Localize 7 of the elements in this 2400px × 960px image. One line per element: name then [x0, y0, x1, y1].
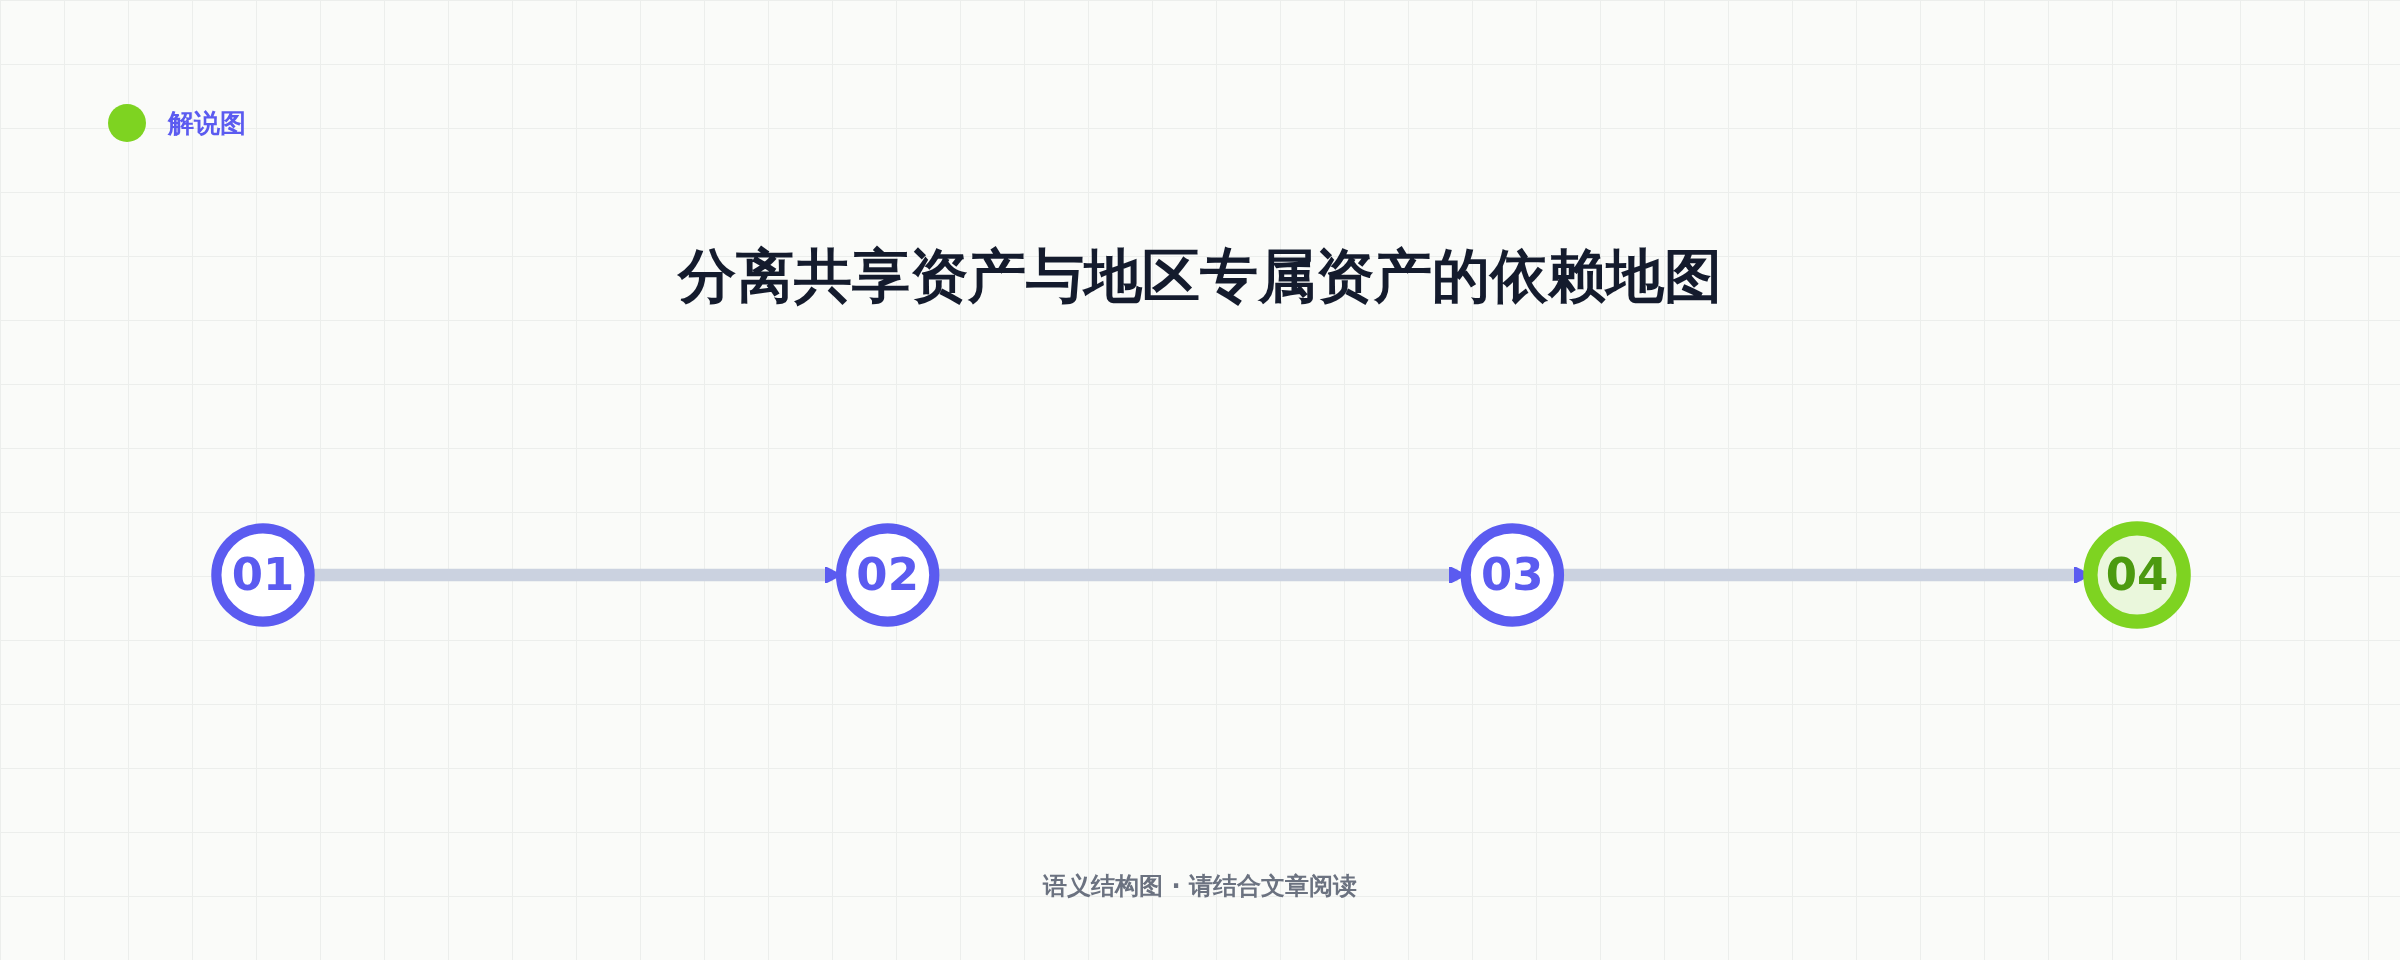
node-circle: 04 [2083, 521, 2191, 629]
header-label: 解说图 [168, 106, 246, 140]
node-circle: 03 [1460, 523, 1565, 627]
node-circle: 02 [835, 523, 940, 627]
node-circle: 01 [211, 523, 315, 627]
caption: 语义结构图 · 请结合文章阅读 [1043, 872, 1357, 900]
diagram-title: 分离共享资产与地区专属资产的依赖地图 [678, 242, 1722, 310]
